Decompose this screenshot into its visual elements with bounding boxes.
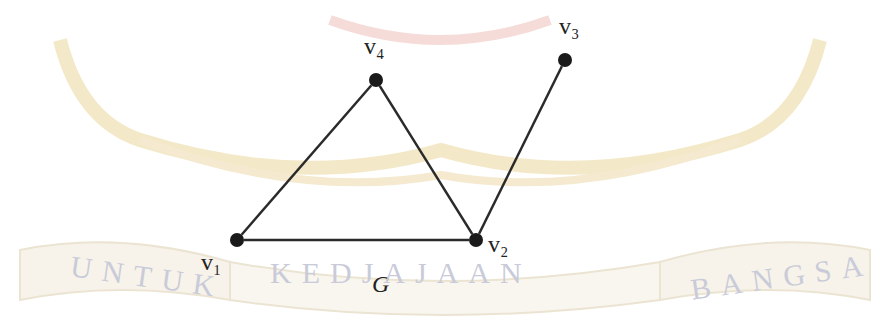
vertex-label: v₂	[488, 232, 508, 256]
graph-edge	[479, 66, 562, 233]
vertex-label: v₄	[364, 34, 384, 58]
graph-edge	[242, 85, 372, 234]
vertex-dot	[230, 233, 244, 247]
vertex-dot	[558, 53, 572, 67]
watermark-text: KEDJAJAAN	[270, 258, 532, 288]
graph-edge	[244, 239, 469, 242]
graph-vertex: v₁	[230, 233, 244, 247]
vertex-dot	[369, 73, 383, 87]
graph-vertex: v₃	[558, 53, 572, 67]
vertex-dot	[469, 233, 483, 247]
vertex-label: v₃	[559, 14, 579, 38]
graph-edge	[380, 86, 473, 234]
graph-vertex: v₄	[369, 73, 383, 87]
graph-vertex: v₂	[469, 233, 483, 247]
